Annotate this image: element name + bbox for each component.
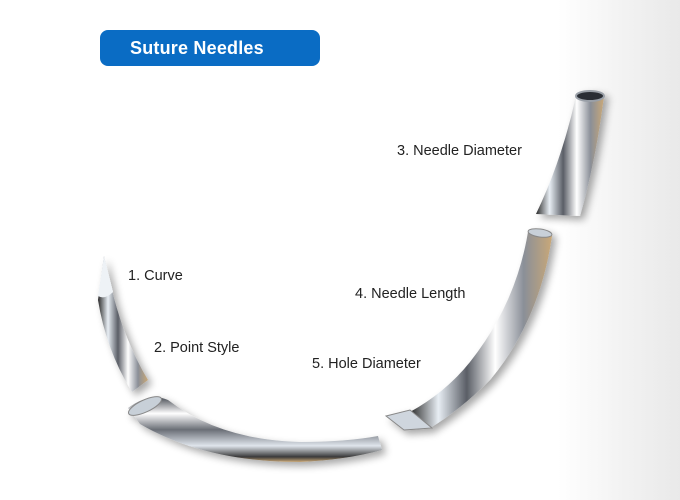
label-curve: 1. Curve: [128, 268, 183, 284]
label-point-style: 2. Point Style: [154, 340, 240, 356]
label-needle-diameter: 3. Needle Diameter: [397, 143, 522, 159]
label-hole-diameter: 5. Hole Diameter: [312, 356, 421, 372]
needle-eye-segment: [536, 90, 605, 216]
needle-point-segment: [98, 256, 148, 392]
needle-body-curve-segment: [127, 396, 382, 462]
label-needle-length: 4. Needle Length: [355, 286, 466, 302]
title-badge: Suture Needles: [100, 30, 320, 66]
page-title: Suture Needles: [130, 37, 264, 58]
needle-length-segment: [384, 228, 553, 431]
